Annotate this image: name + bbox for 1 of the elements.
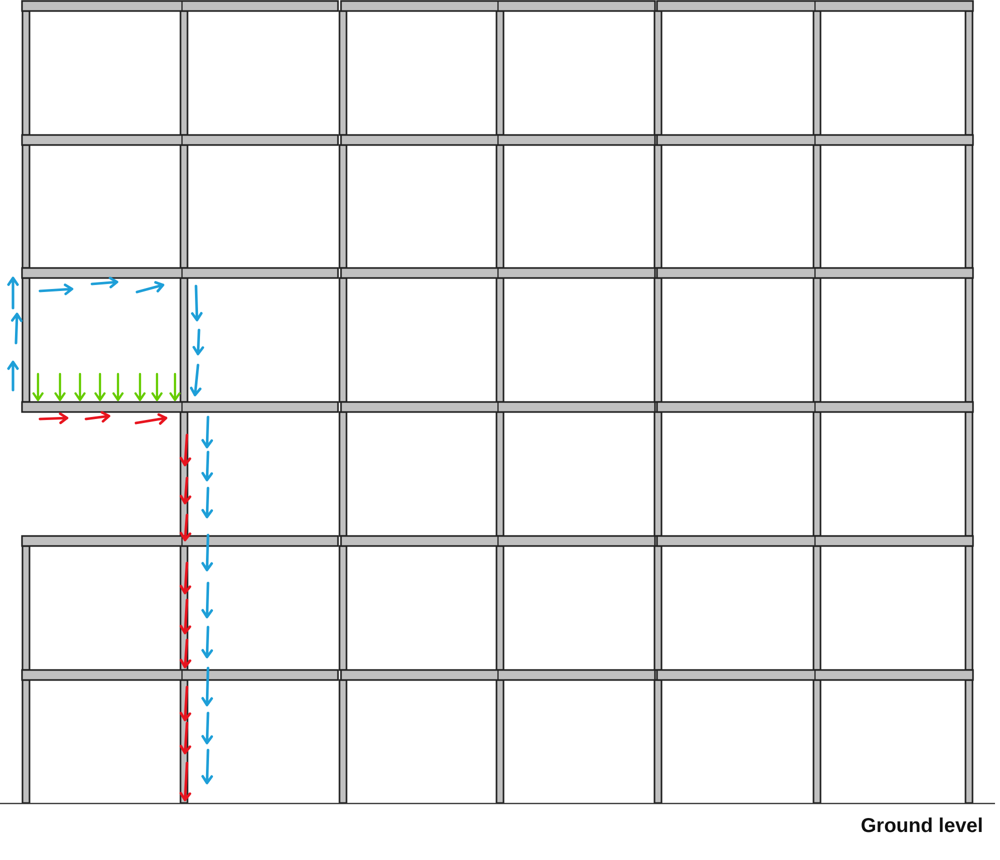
ground-level-label: Ground level bbox=[860, 815, 983, 838]
